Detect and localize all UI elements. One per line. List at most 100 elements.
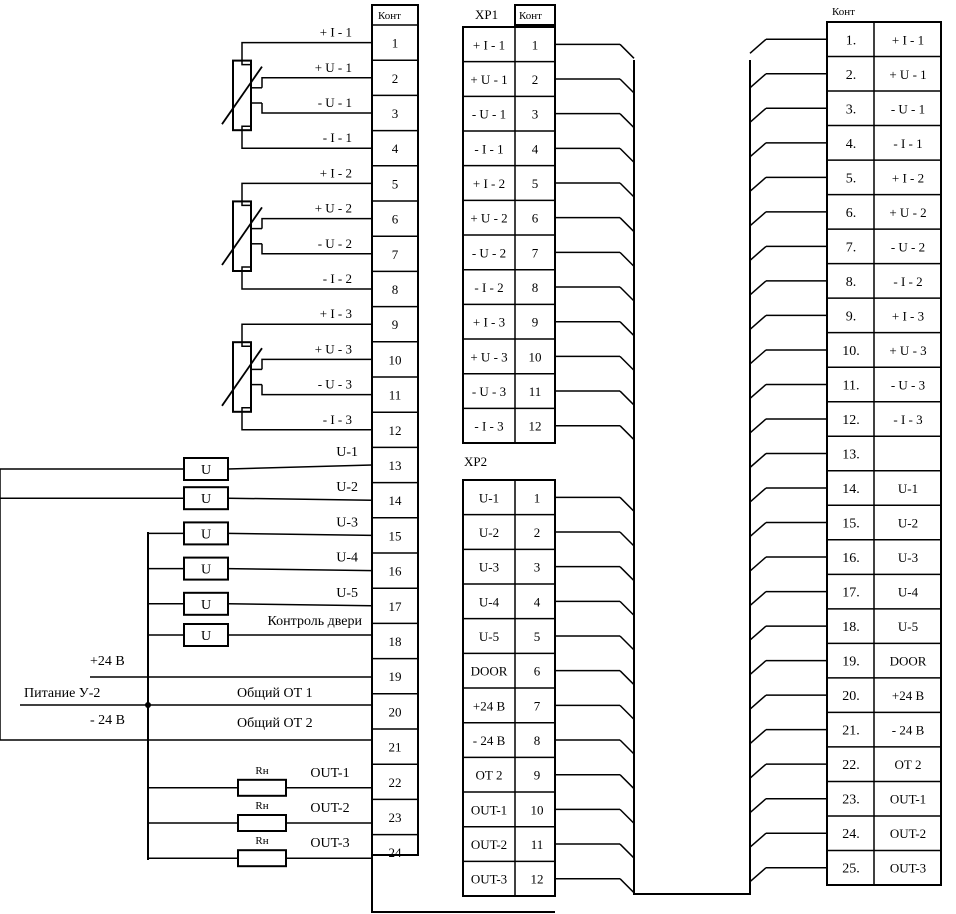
- right-terminal-signal: + I - 1: [892, 32, 924, 47]
- right-terminal-number: 25.: [842, 862, 860, 877]
- sensor-wire-label: + U - 1: [315, 60, 352, 75]
- sensor-wire-label: - I - 1: [323, 130, 352, 145]
- right-terminal-number: 19.: [842, 655, 860, 670]
- harness-wire: [749, 798, 767, 814]
- xp2-pin-number: 9: [534, 768, 541, 783]
- harness-wire: [619, 43, 635, 59]
- sensor-wire-label: + U - 3: [315, 341, 352, 356]
- xp1-pin-number: 6: [532, 211, 539, 226]
- right-terminal-signal: U-1: [898, 481, 918, 496]
- right-terminal-number: 18.: [842, 620, 860, 635]
- harness-wire: [749, 729, 767, 745]
- xp1-title: XP1: [475, 7, 498, 22]
- harness-wire: [749, 176, 767, 192]
- power-minus-label: - 24 В: [90, 713, 125, 728]
- harness-wire: [619, 286, 635, 302]
- output-label: OUT-3: [310, 836, 349, 851]
- xp2-pin-number: 7: [534, 698, 541, 713]
- thermistor-symbol: [232, 341, 252, 413]
- harness-wire: [619, 739, 635, 755]
- left-terminal-number: 9: [392, 317, 399, 332]
- voltage-input-letter: U: [201, 527, 211, 542]
- right-terminal-number: 14.: [842, 482, 860, 497]
- left-terminal-number: 15: [389, 528, 402, 543]
- xp2-signal: - 24 В: [473, 733, 506, 748]
- right-terminal-number: 17.: [842, 586, 860, 601]
- xp1-signal: + U - 3: [470, 349, 507, 364]
- xp2-pin-number: 4: [534, 594, 541, 609]
- common-ot2-label: Общий ОТ 2: [237, 716, 313, 731]
- xp1-signal: + U - 2: [470, 211, 507, 226]
- right-terminal-number: 12.: [842, 413, 860, 428]
- xp2-pin-number: 12: [531, 872, 544, 887]
- harness-wire: [749, 142, 767, 158]
- harness-wire: [619, 355, 635, 371]
- harness-wire: [619, 635, 635, 651]
- harness-wire: [619, 425, 635, 441]
- voltage-input-letter: U: [201, 629, 211, 644]
- harness-wire: [619, 774, 635, 790]
- left-terminal-number: 19: [389, 669, 402, 684]
- xp1-pin-number: 5: [532, 176, 539, 191]
- left-terminal-number: 2: [392, 71, 399, 86]
- right-terminal-signal: - U - 1: [891, 101, 925, 116]
- xp2-signal: OUT-3: [471, 872, 507, 887]
- sensor-group: + I - 1+ U - 1- U - 1- I - 1+ I - 2+ U -…: [221, 25, 372, 431]
- xp1-header: Конт: [519, 10, 542, 22]
- xp1-pin-number: 12: [529, 419, 542, 434]
- xp2-signal: OUT-2: [471, 837, 507, 852]
- sensor-wire-label: + I - 2: [320, 165, 352, 180]
- harness-wire: [749, 521, 767, 538]
- harness-wire: [619, 496, 635, 512]
- right-terminal-number: 15.: [842, 517, 860, 532]
- harness-wire: [619, 704, 635, 720]
- right-terminal-signal: + U - 1: [889, 67, 926, 82]
- power-plus-label: +24 В: [90, 654, 125, 669]
- right-terminal-signal: U-4: [898, 585, 919, 600]
- left-terminal-number: 1: [392, 36, 399, 51]
- right-terminal-number: 24.: [842, 827, 860, 842]
- harness-wire: [749, 625, 767, 641]
- sensor-wire-label: - U - 3: [318, 377, 352, 392]
- left-terminal-number: 24: [389, 845, 403, 860]
- right-terminal-number: 5.: [846, 171, 857, 186]
- xp1-signal: - U - 1: [472, 107, 506, 122]
- xp1-signal: + I - 3: [473, 315, 505, 330]
- harness-wire: [749, 556, 767, 572]
- harness-wire: [749, 38, 767, 54]
- right-terminal-signal: +24 В: [892, 688, 925, 703]
- left-terminal-number: 5: [392, 176, 399, 191]
- right-terminal-signal: OUT-1: [890, 792, 926, 807]
- xp2-pin-number: 3: [534, 560, 541, 575]
- right-terminal-number: 22.: [842, 758, 860, 773]
- right-terminal-signal: - I - 2: [893, 274, 922, 289]
- xp1-pin-number: 8: [532, 280, 539, 295]
- xp2-signal: U-5: [479, 629, 499, 644]
- left-terminal-number: 7: [392, 247, 399, 262]
- right-terminal-signal: U-5: [898, 619, 918, 634]
- harness-wire: [619, 531, 635, 547]
- harness-wire: [619, 217, 635, 233]
- sensor-wire-label: + I - 1: [320, 25, 352, 40]
- right-terminal-number: 8.: [846, 275, 857, 290]
- signal-label: U-2: [336, 480, 358, 495]
- right-terminal-number: 13.: [842, 448, 860, 463]
- xp2-pin-number: 5: [534, 629, 541, 644]
- harness-wire: [749, 349, 767, 365]
- load-resistor: [237, 778, 287, 797]
- left-terminal-number: 23: [389, 810, 402, 825]
- xp2-signal: +24 В: [473, 698, 506, 713]
- voltage-input-letter: U: [201, 463, 211, 478]
- right-terminal-signal: - I - 3: [893, 412, 922, 427]
- harness-wire: [749, 487, 767, 503]
- xp2-signal: U-4: [479, 594, 500, 609]
- harness-wire: [749, 280, 767, 296]
- right-terminal-number: 4.: [846, 137, 857, 152]
- harness-wire: [749, 107, 767, 123]
- harness-wire: [619, 251, 635, 267]
- xp2-pin-number: 10: [531, 802, 544, 817]
